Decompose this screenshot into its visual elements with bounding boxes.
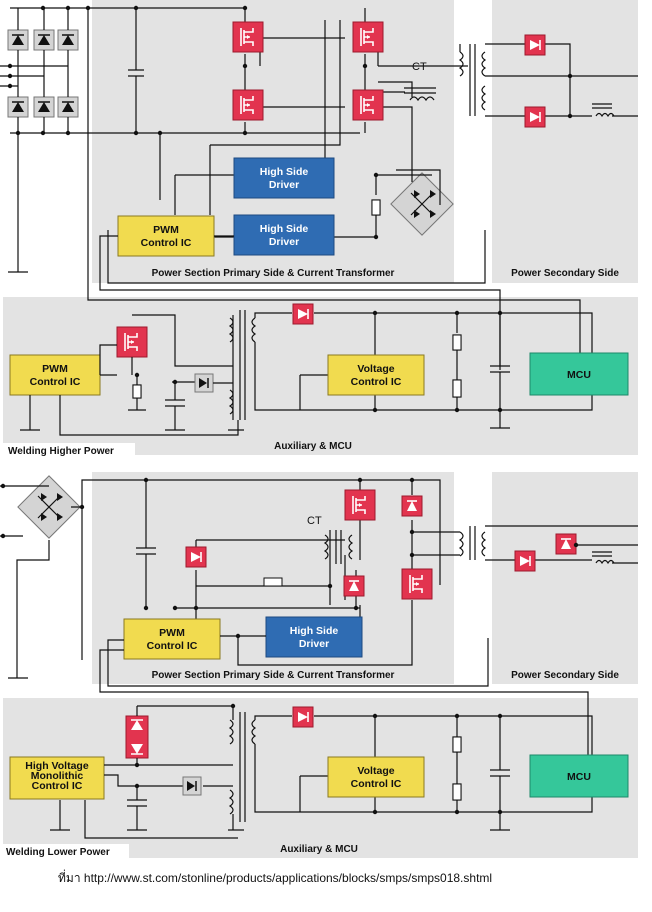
svg-text:Control IC: Control IC: [32, 780, 83, 792]
bottom-diagram: CT PWM Control IC High Side Driver Power…: [0, 472, 638, 858]
svg-text:MCU: MCU: [567, 771, 591, 783]
bottom-clamp-diode-3: [343, 575, 365, 597]
top-voltage-control-ic: [327, 354, 425, 396]
bottom-high-side-driver: [265, 616, 363, 658]
bottom-secondary-panel: [492, 472, 638, 684]
svg-text:Control IC: Control IC: [351, 376, 402, 388]
bottom-mcu: [529, 754, 629, 798]
svg-text:Control IC: Control IC: [351, 778, 402, 790]
top-ct-label: CT: [412, 61, 427, 73]
bottom-power-section-label: Power Section Primary Side & Current Tra…: [152, 670, 395, 681]
top-high-side-driver-2: [233, 214, 335, 256]
top-mcu: [529, 352, 629, 396]
top-mosfet-1: [232, 21, 264, 53]
svg-text:MCU: MCU: [567, 369, 591, 381]
svg-text:Driver: Driver: [269, 179, 299, 191]
bottom-hv-monolithic-ic: [9, 756, 105, 800]
svg-text:Voltage: Voltage: [357, 363, 394, 375]
top-title: Welding Higher Power: [8, 446, 114, 457]
svg-text:Control IC: Control IC: [147, 640, 198, 652]
top-pwm-control-ic: [117, 215, 215, 257]
top-aux-label: Auxiliary & MCU: [274, 441, 352, 452]
svg-text:High Voltage: High Voltage: [25, 760, 89, 772]
svg-text:Voltage: Voltage: [357, 765, 394, 777]
bottom-mosfet-1: [344, 489, 376, 521]
bottom-ct-label: CT: [307, 515, 322, 527]
top-mosfet-3: [232, 89, 264, 121]
bottom-sec-diode-2: [555, 533, 577, 555]
bottom-clamp-diode-2: [185, 546, 207, 568]
top-aux-diode: [194, 373, 214, 393]
top-aux-out-diode: [292, 303, 314, 325]
svg-text:Control IC: Control IC: [30, 376, 81, 388]
top-high-side-driver-1: [233, 157, 335, 199]
top-secondary-panel: [492, 0, 638, 283]
bottom-aux-diode: [182, 776, 202, 796]
bottom-sec-diode-1: [514, 550, 536, 572]
svg-text:High Side: High Side: [260, 166, 309, 178]
bottom-pwm-control-ic: [123, 618, 221, 660]
bottom-voltage-control-ic: [327, 756, 425, 798]
junction-dots: [0, 5, 579, 815]
svg-text:High Side: High Side: [290, 625, 339, 637]
top-aux-pwm-control-ic: [9, 354, 101, 396]
svg-text:Driver: Driver: [299, 638, 329, 650]
top-sec-diode-1: [524, 34, 546, 56]
svg-text:Monolithic: Monolithic: [31, 770, 84, 782]
top-diagram: CT PWM Control IC High Side Driver High …: [0, 0, 638, 457]
bottom-mosfet-2: [401, 568, 433, 600]
bottom-aux-out-diode: [292, 706, 314, 728]
bottom-clamp-diode-1: [401, 495, 423, 517]
bottom-aux-label: Auxiliary & MCU: [280, 844, 358, 855]
svg-text:PWM: PWM: [159, 627, 185, 639]
top-mosfet-4: [352, 89, 384, 121]
top-power-section-label: Power Section Primary Side & Current Tra…: [152, 268, 395, 279]
top-mosfet-2: [352, 21, 384, 53]
svg-text:PWM: PWM: [153, 224, 179, 236]
svg-text:Driver: Driver: [269, 236, 299, 248]
bottom-input-bridge: [17, 475, 81, 539]
bottom-title: Welding Lower Power: [6, 847, 110, 858]
svg-text:Control IC: Control IC: [141, 237, 192, 249]
svg-text:High Side: High Side: [260, 223, 309, 235]
bottom-secondary-label: Power Secondary Side: [511, 670, 619, 681]
svg-text:PWM: PWM: [42, 363, 68, 375]
source-url: ที่มา http://www.st.com/stonline/product…: [58, 869, 492, 885]
top-aux-mosfet: [116, 326, 148, 358]
top-secondary-label: Power Secondary Side: [511, 268, 619, 279]
top-sec-diode-2: [524, 106, 546, 128]
